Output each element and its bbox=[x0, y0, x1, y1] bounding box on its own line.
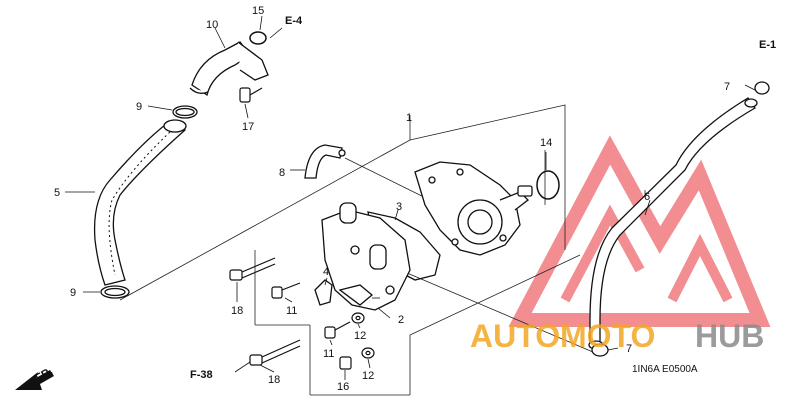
part-2-water-passage bbox=[321, 202, 411, 311]
part-1-water-pump bbox=[414, 161, 533, 256]
part-4-bracket bbox=[314, 279, 333, 306]
part-9-clamp-lower bbox=[100, 285, 130, 299]
callout-11-lower: 11 bbox=[323, 348, 334, 360]
watermark-part1: AUTO bbox=[470, 318, 560, 354]
ref-e4: E-4 bbox=[285, 15, 303, 27]
part-11-bolt-lower bbox=[324, 321, 351, 339]
part-9-clamp-upper bbox=[172, 105, 198, 119]
callout-18-lower: 18 bbox=[268, 374, 280, 386]
callout-3: 3 bbox=[396, 201, 402, 213]
callout-10: 10 bbox=[206, 19, 218, 31]
callout-12-lower: 12 bbox=[362, 370, 374, 382]
watermark-logo bbox=[508, 135, 771, 327]
callout-7-upper: 7 bbox=[724, 81, 730, 93]
watermark-part3: HUB bbox=[695, 318, 764, 354]
watermark-text: AUTO MOTO HUB bbox=[470, 318, 764, 354]
part-11-bolt-upper bbox=[271, 282, 301, 299]
part-14-o-ring bbox=[536, 170, 560, 200]
callout-18-upper: 18 bbox=[231, 305, 243, 317]
callout-8: 8 bbox=[279, 167, 285, 179]
callout-6: 6 bbox=[644, 191, 650, 203]
part-12-washer-upper bbox=[351, 312, 365, 324]
callout-15: 15 bbox=[252, 5, 264, 17]
diagram-code: 1IN6A E0500A bbox=[632, 364, 698, 375]
callout-2: 2 bbox=[398, 314, 404, 326]
guide-lines bbox=[119, 104, 646, 396]
callout-7-lower: 7 bbox=[626, 343, 632, 355]
leader-lines bbox=[65, 15, 756, 380]
callout-12-upper: 12 bbox=[354, 330, 366, 342]
callout-4: 4 bbox=[323, 266, 329, 278]
part-7-clamp-upper bbox=[754, 81, 770, 95]
callout-9-lower: 9 bbox=[70, 287, 76, 299]
front-arrow-label: FR. bbox=[34, 365, 55, 384]
callout-16: 16 bbox=[337, 381, 349, 393]
ref-f38: F-38 bbox=[190, 369, 213, 381]
part-18-bolt-upper bbox=[229, 257, 276, 281]
part-18-bolt-lower bbox=[249, 339, 301, 366]
part-8-pipe bbox=[304, 144, 346, 179]
part-10-upper-hose bbox=[189, 41, 269, 97]
part-17-bolt bbox=[239, 87, 263, 103]
part-16-bolt bbox=[339, 356, 352, 370]
watermark-part2: MOTO bbox=[560, 318, 655, 354]
callout-11-upper: 11 bbox=[286, 305, 297, 317]
ref-e1: E-1 bbox=[759, 39, 776, 51]
part-12-washer-lower bbox=[361, 347, 375, 359]
part-15-o-ring bbox=[249, 31, 267, 45]
callout-9-upper: 9 bbox=[136, 101, 142, 113]
callout-5: 5 bbox=[54, 187, 60, 199]
part-5-lower-hose bbox=[93, 119, 187, 286]
callout-1: 1 bbox=[406, 112, 412, 124]
callout-14: 14 bbox=[540, 137, 552, 149]
front-arrow: FR. bbox=[15, 365, 55, 390]
callout-17: 17 bbox=[242, 121, 254, 133]
